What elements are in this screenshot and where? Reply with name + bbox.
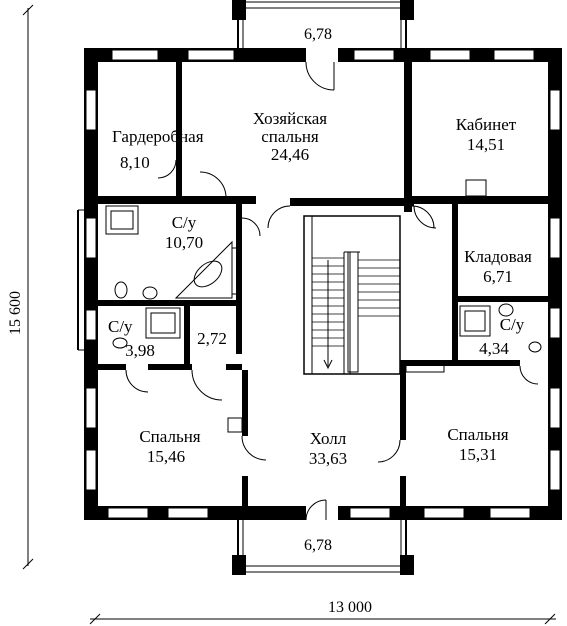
room-bathroom-3: С/у 4,34 [479,315,525,358]
room-kladovaya: Кладовая 6,71 [464,247,532,286]
room-area-kladovaya: 6,71 [483,267,513,286]
room-bedroom-right: Спальня 15,31 [447,425,508,464]
windows [85,49,561,519]
doors [125,61,539,521]
left-bay [77,209,84,351]
room-name-kladovaya: Кладовая [464,247,532,266]
room-name-bedroom-right: Спальня [447,425,508,444]
room-area-garderobnaya: 8,10 [120,153,150,172]
room-name-holl: Холл [310,429,347,448]
room-name-bedroom-left: Спальня [139,427,200,446]
dimension-bottom [89,613,556,625]
room-name-su2: С/у [108,317,133,336]
room-name-su1: С/у [172,213,197,232]
room-area-su3: 4,34 [479,339,509,358]
balcony-bottom-dimension: 6,78 [304,537,332,554]
stair-treads [312,257,400,347]
room-garderobnaya: Гардеробная 8,10 [112,127,204,172]
room-area-holl: 33,63 [309,449,347,468]
room-area-bedroom-right: 15,31 [459,445,497,464]
room-bathroom-1: С/у 10,70 [165,213,203,252]
room-bathroom-2: С/у 3,98 [108,317,155,360]
room-area-master: 24,46 [271,145,309,164]
room-name-master-line1: Хозяйская [253,109,327,128]
balcony-bottom [232,518,414,575]
dimension-left [22,4,34,570]
room-area-small: 2,72 [197,329,227,348]
room-name-kabinet: Кабинет [456,115,517,134]
fixtures [105,179,542,433]
room-bedroom-left: Спальня 15,46 [139,427,200,466]
interior-walls [98,62,548,506]
room-name-garderobnaya: Гардеробная [112,127,204,146]
room-small-storage: 2,72 [197,329,227,348]
room-kabinet: Кабинет 14,51 [456,115,517,154]
room-name-su3: С/у [500,315,525,334]
staircase [303,215,401,375]
overall-width-label: 13 000 [328,599,372,616]
room-area-su2: 3,98 [125,341,155,360]
room-name-master-line2: спальня [261,127,319,146]
overall-height-label: 15 600 [7,291,24,335]
room-area-su1: 10,70 [165,233,203,252]
room-area-kabinet: 14,51 [467,135,505,154]
balcony-top [232,0,414,52]
balcony-top-dimension: 6,78 [304,26,332,43]
room-area-bedroom-left: 15,46 [147,447,185,466]
room-master-bedroom: Хозяйская спальня 24,46 [253,109,327,164]
room-holl: Холл 33,63 [309,429,347,468]
